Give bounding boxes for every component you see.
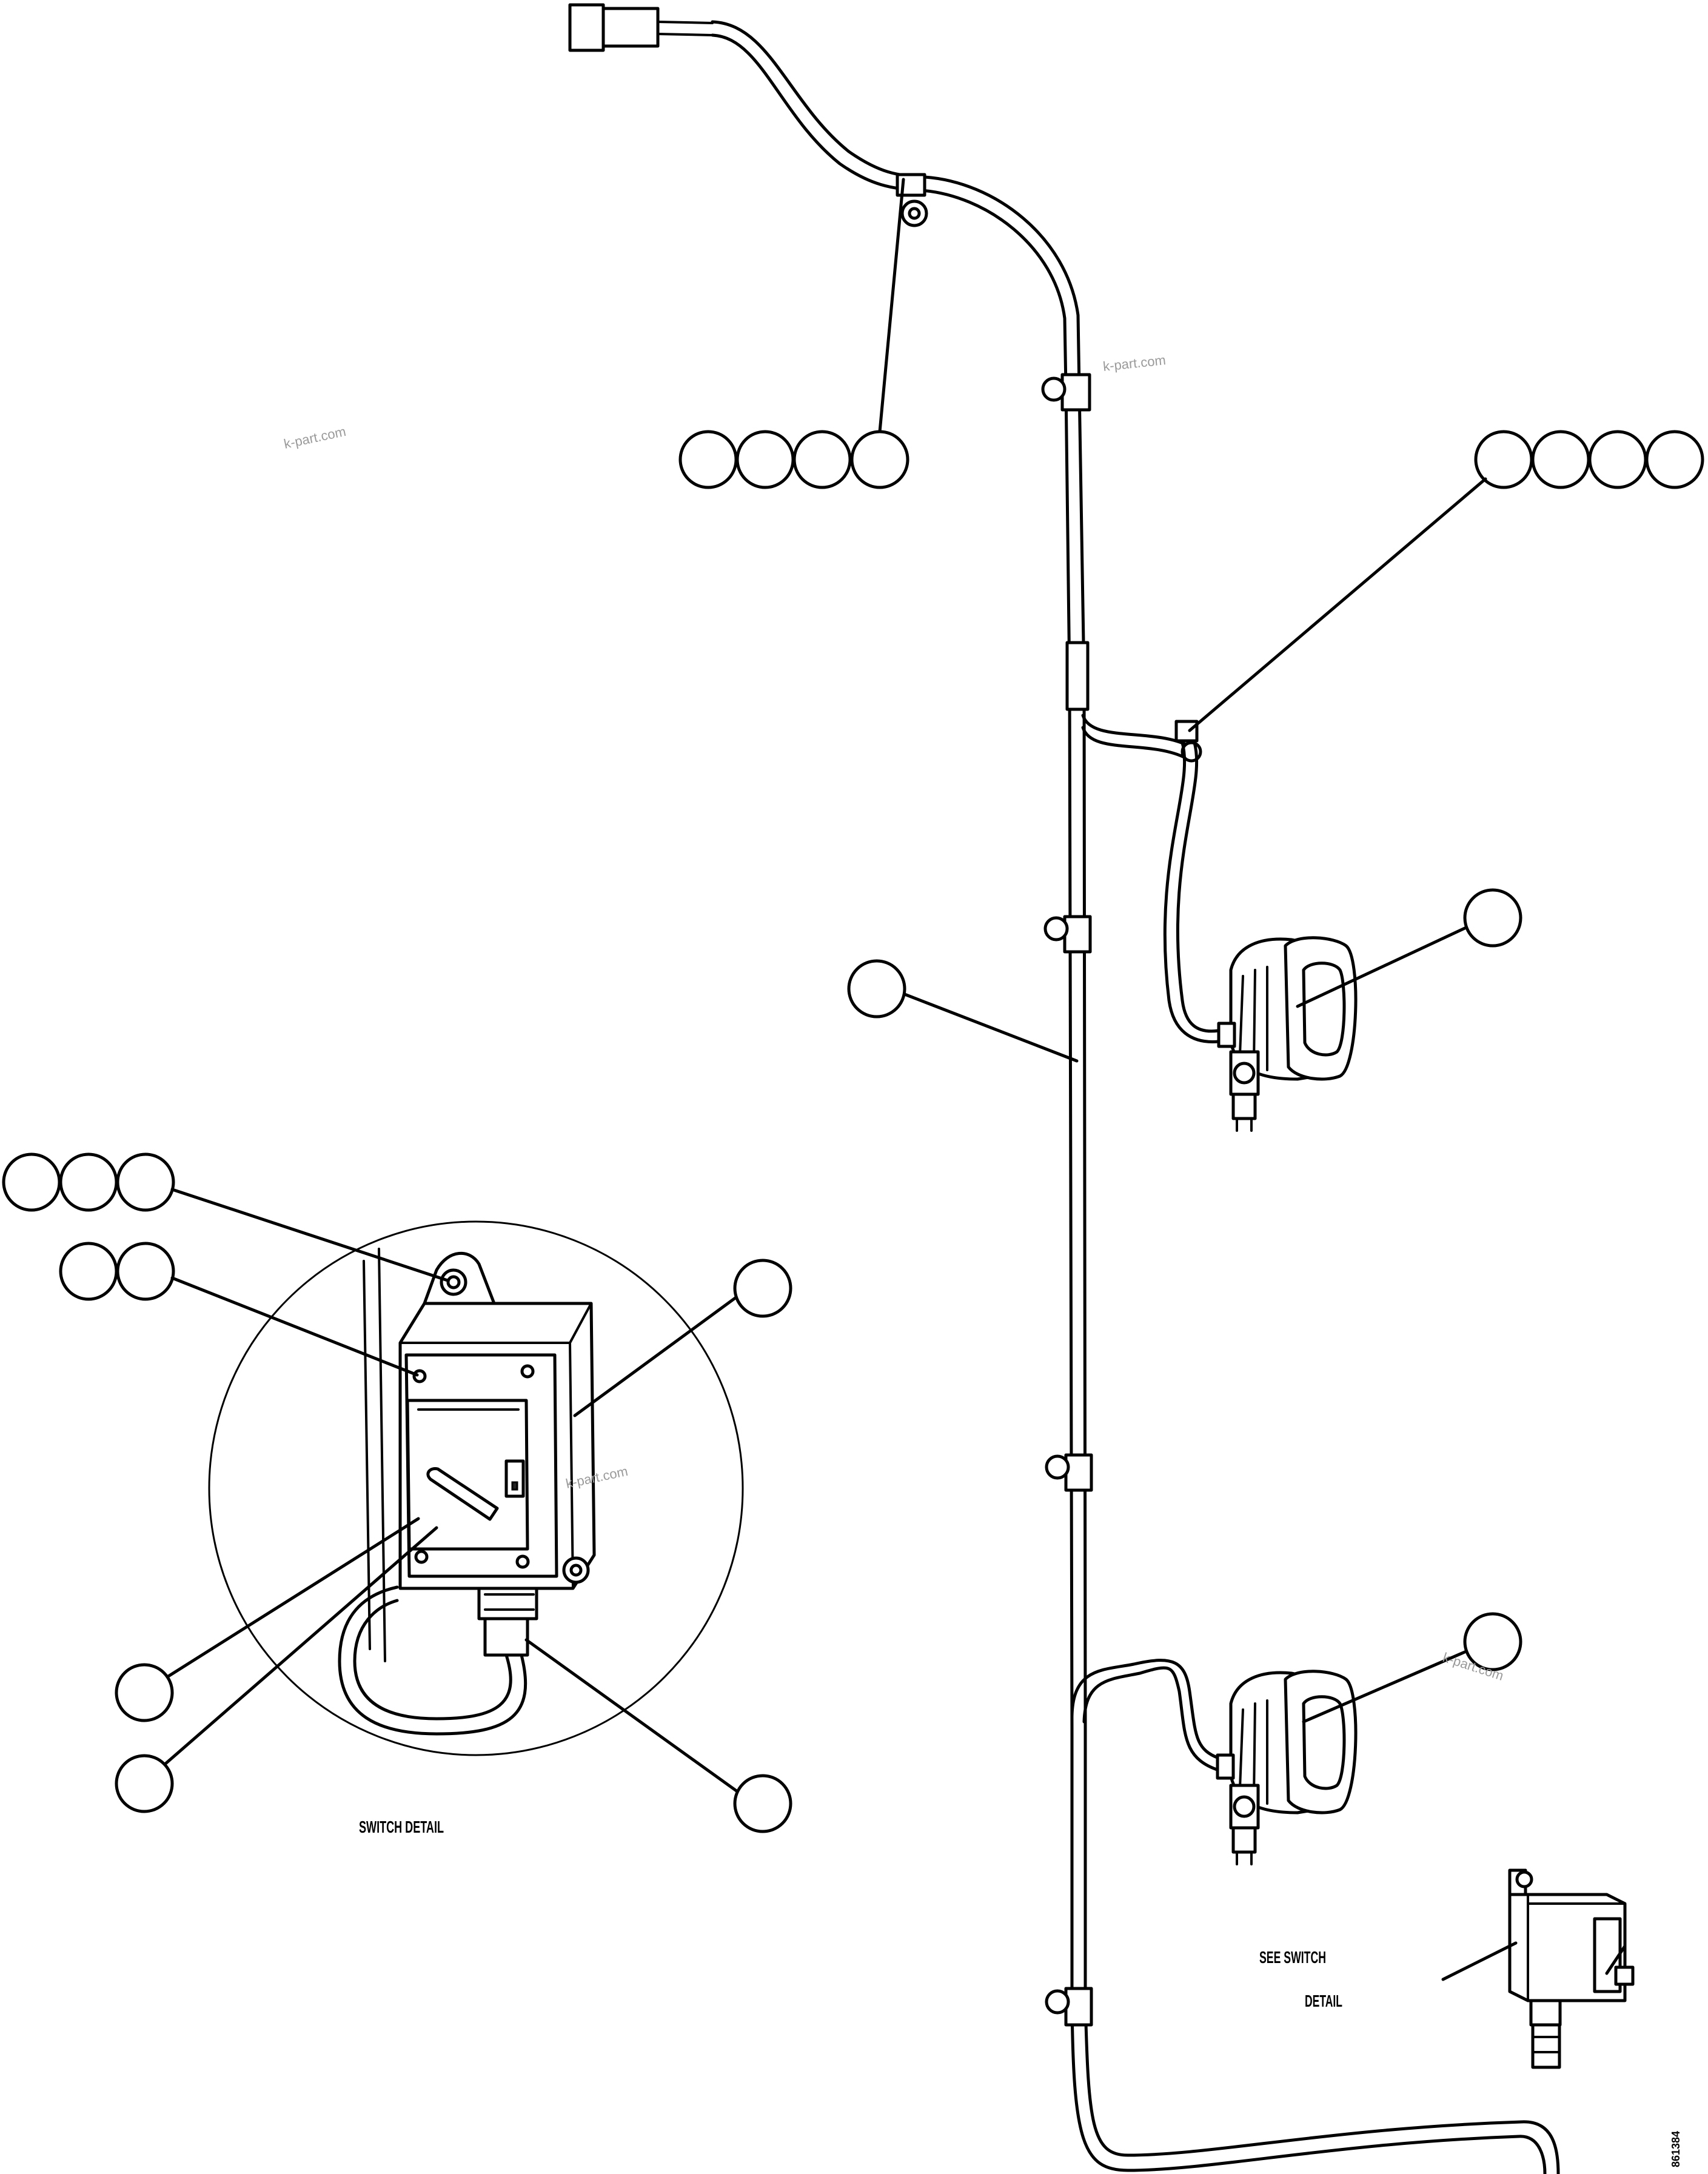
callout-bubble-upper-light	[1463, 888, 1522, 948]
upper-work-light	[1217, 936, 1358, 1132]
callout-bubble	[850, 430, 909, 489]
callout-bubble-harness	[847, 959, 906, 1018]
callout-group-detail-cover	[59, 1242, 175, 1301]
trunk-clip-3	[1045, 1453, 1093, 1492]
callout-bubble-lower-light	[1463, 1612, 1522, 1671]
callout-bubble	[1645, 430, 1704, 489]
callout-bubble	[1588, 430, 1647, 489]
callout-bubble	[2, 1152, 61, 1212]
callout-group-top-right	[1474, 430, 1704, 489]
callout-bubble-enclosure	[733, 1259, 792, 1318]
harness-clip-top	[896, 173, 928, 227]
see-switch-label-line1: SEE SWITCH	[1259, 1948, 1326, 1967]
figure-number: 861384	[1670, 2131, 1682, 2167]
callout-bubble	[116, 1152, 175, 1212]
callout-bubble	[735, 430, 795, 489]
callout-bubble-switch-face	[115, 1754, 174, 1813]
trunk-clip-2	[1043, 915, 1092, 954]
callout-bubble	[59, 1152, 118, 1212]
callout-bubble	[116, 1242, 175, 1301]
trunk-sleeve	[1065, 641, 1090, 711]
callout-bubble	[792, 430, 852, 489]
trunk-clip-4	[1045, 1987, 1093, 2027]
callout-bubble	[678, 430, 738, 489]
switch-box-small	[1508, 1868, 1635, 2069]
harness-connector	[568, 3, 714, 52]
callout-bubble	[1531, 430, 1590, 489]
leader-lines	[163, 178, 1518, 1981]
callout-bubble-gland	[733, 1774, 792, 1833]
trunk-clip-1	[1041, 373, 1091, 412]
watermark-1: k-part.com	[283, 424, 347, 452]
main-harness	[568, 3, 1560, 2174]
see-switch-label-line2: DETAIL	[1305, 1992, 1342, 2010]
branch-clip-upper	[1174, 720, 1202, 763]
switch-detail-label: SWITCH DETAIL	[359, 1818, 444, 1836]
detail-circle	[208, 1220, 744, 1756]
callout-bubble-toggle	[115, 1663, 174, 1722]
watermark-2: k-part.com	[1102, 352, 1167, 374]
callout-group-detail-screws	[2, 1152, 175, 1212]
switch-detail-view	[208, 1220, 744, 1756]
lower-work-light	[1216, 1670, 1358, 1865]
callout-bubble	[59, 1242, 118, 1301]
callout-group-top-left	[678, 430, 909, 489]
